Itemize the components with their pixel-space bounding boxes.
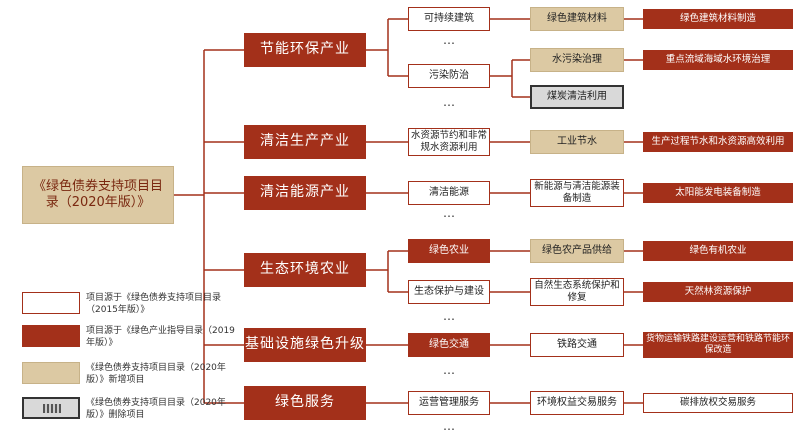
subcategory-label: 水污染治理: [552, 53, 602, 65]
legend-swatch-2015: [22, 292, 80, 314]
item-solar-equipment-mfg: 太阳能发电装备制造: [643, 183, 793, 203]
item-label: 天然林资源保护: [684, 286, 752, 298]
item-basin-water-treatment: 重点流域海域水环境治理: [643, 50, 793, 70]
item-label: 太阳能发电装备制造: [675, 187, 761, 199]
industry-clean-production: 清洁生产产业: [244, 125, 366, 159]
subcategory-coal-clean-use: 煤炭清洁利用: [530, 85, 624, 109]
item-process-water-efficiency: 生产过程节水和水资源高效利用: [643, 132, 793, 152]
category-operation-management: 运营管理服务: [408, 391, 490, 415]
category-sustainable-building: 可持续建筑: [408, 7, 490, 31]
category-label: 绿色农业: [429, 244, 469, 256]
industry-infrastructure-upgrade: 基础设施绿色升级: [244, 328, 366, 362]
root-catalog-label: 《绿色债券支持项目目录（2020年版）》: [33, 178, 164, 210]
root-catalog-box: 《绿色债券支持项目目录（2020年版）》: [22, 166, 174, 224]
ellipsis: …: [443, 419, 455, 433]
subcategory-ecosystem-restoration: 自然生态系统保护和修复: [530, 278, 624, 306]
item-carbon-trading: 碳排放权交易服务: [643, 393, 793, 413]
category-label: 生态保护与建设: [414, 285, 484, 297]
legend-text-new: 《绿色债券支持项目目录（2020年版）》新增项目: [86, 363, 226, 385]
category-water-saving: 水资源节约和非常规水资源利用: [408, 128, 490, 156]
subcategory-label: 工业节水: [557, 135, 597, 147]
ellipsis: …: [443, 363, 455, 377]
item-freight-railway: 货物运输铁路建设运营和铁路节能环保改造: [643, 332, 793, 358]
category-green-agriculture: 绿色农业: [408, 239, 490, 263]
category-label: 绿色交通: [429, 338, 469, 350]
item-label: 碳排放权交易服务: [679, 397, 756, 409]
industry-label: 基础设施绿色升级: [245, 336, 365, 353]
item-label: 生产过程节水和水资源高效利用: [651, 136, 785, 148]
subcategory-label: 铁路交通: [557, 338, 597, 350]
category-label: 可持续建筑: [424, 12, 474, 24]
subcategory-env-rights-trading: 环境权益交易服务: [530, 391, 624, 415]
ellipsis: …: [443, 206, 455, 220]
item-label: 绿色建筑材料制造: [679, 13, 756, 25]
subcategory-green-building-materials: 绿色建筑材料: [530, 7, 624, 31]
hatch-icon: [43, 404, 61, 413]
industry-energy-saving-env: 节能环保产业: [244, 33, 366, 67]
legend-text-2015: 项目源于《绿色债券支持项目目录（2015年版）》: [86, 293, 222, 315]
item-label: 货物运输铁路建设运营和铁路节能环保改造: [645, 333, 790, 355]
legend-text-removed: 《绿色债券支持项目目录（2020年版）》删除项目: [86, 398, 226, 420]
legend-text-2019: 项目源于《绿色产业指导目录（2019年版）》: [86, 326, 235, 348]
ellipsis: …: [443, 95, 455, 109]
subcategory-label: 新能源与清洁能源装备制造: [534, 181, 620, 204]
category-label: 污染防治: [429, 69, 469, 81]
subcategory-energy-equipment: 新能源与清洁能源装备制造: [530, 179, 624, 207]
legend-swatch-2019: [22, 325, 80, 347]
legend-swatch-new: [22, 362, 80, 384]
subcategory-label: 绿色建筑材料: [547, 12, 607, 24]
industry-label: 绿色服务: [275, 394, 335, 411]
category-pollution-control: 污染防治: [408, 64, 490, 88]
subcategory-railway: 铁路交通: [530, 333, 624, 357]
item-label: 重点流域海域水环境治理: [665, 54, 771, 66]
item-organic-agriculture: 绿色有机农业: [643, 241, 793, 261]
item-label: 绿色有机农业: [689, 245, 747, 257]
industry-label: 节能环保产业: [260, 41, 350, 58]
subcategory-industrial-water-saving: 工业节水: [530, 130, 624, 154]
subcategory-label: 绿色农产品供给: [542, 244, 612, 256]
category-label: 运营管理服务: [419, 396, 479, 408]
industry-label: 清洁能源产业: [260, 184, 350, 201]
subcategory-green-produce: 绿色农产品供给: [530, 239, 624, 263]
ellipsis: …: [443, 33, 455, 47]
industry-green-services: 绿色服务: [244, 386, 366, 420]
industry-label: 生态环境农业: [260, 261, 350, 278]
subcategory-water-pollution: 水污染治理: [530, 48, 624, 72]
subcategory-label: 自然生态系统保护和修复: [534, 280, 620, 303]
subcategory-label: 煤炭清洁利用: [547, 90, 607, 102]
category-label: 清洁能源: [429, 186, 469, 198]
item-natural-forest-protection: 天然林资源保护: [643, 282, 793, 302]
category-green-transport: 绿色交通: [408, 333, 490, 357]
legend-swatch-removed: [22, 397, 80, 419]
category-label: 水资源节约和非常规水资源利用: [410, 130, 487, 153]
subcategory-label: 环境权益交易服务: [537, 396, 617, 408]
industry-eco-agriculture: 生态环境农业: [244, 253, 366, 287]
category-eco-protection: 生态保护与建设: [408, 280, 490, 304]
item-green-building-materials-mfg: 绿色建筑材料制造: [643, 9, 793, 29]
ellipsis: …: [443, 309, 455, 323]
category-clean-energy: 清洁能源: [408, 181, 490, 205]
industry-label: 清洁生产产业: [260, 133, 350, 150]
industry-clean-energy: 清洁能源产业: [244, 176, 366, 210]
